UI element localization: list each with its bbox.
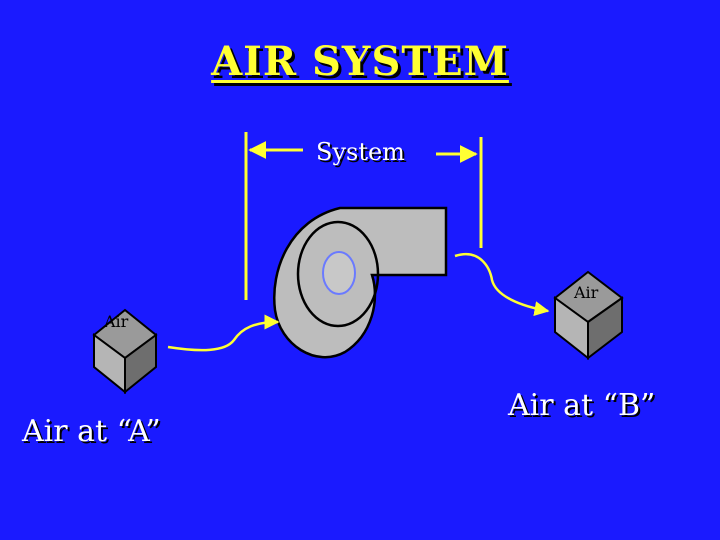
blower-icon <box>273 206 448 359</box>
cube-b-label: Air <box>574 283 599 302</box>
system-boundary <box>244 132 483 300</box>
outlet-flow-arrow <box>454 252 550 317</box>
page-title: AIR SYSTEM <box>211 38 509 85</box>
air-cube-icon <box>553 270 624 361</box>
air-at-a-label: Air at “A” <box>22 414 161 449</box>
cube-a-label: Air <box>104 312 129 331</box>
system-label: System <box>316 138 405 166</box>
air-at-b-label: Air at “B” <box>508 388 656 423</box>
inlet-flow-arrow <box>167 314 280 352</box>
air-cube-icon <box>92 308 158 395</box>
